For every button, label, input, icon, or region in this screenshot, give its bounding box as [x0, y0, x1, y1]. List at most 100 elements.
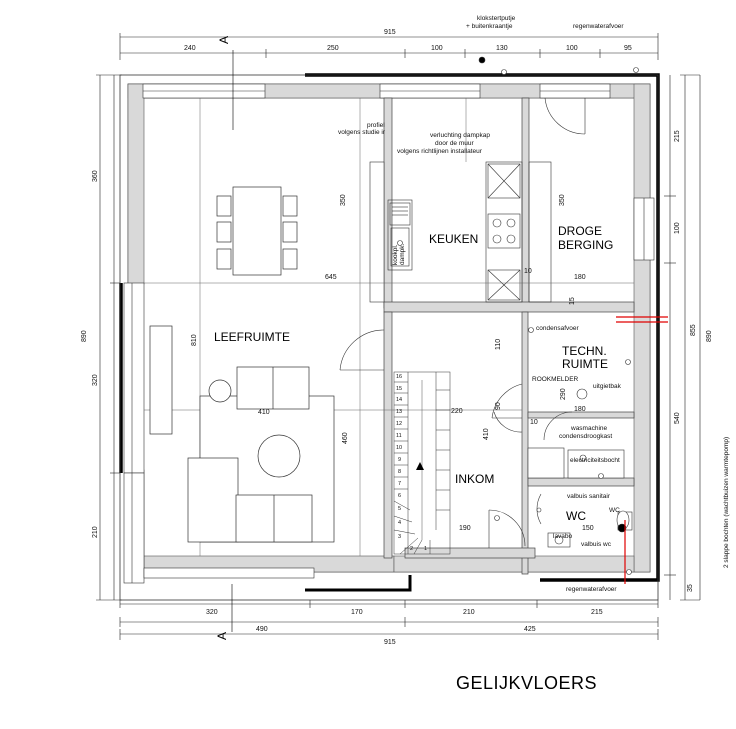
section-line [231, 50, 234, 632]
step-number: 7 [398, 481, 401, 487]
staircase [393, 371, 451, 555]
dim-top-250: 250 [327, 45, 339, 52]
annotations: klokstertputje + buitenkraantje regenwat… [338, 15, 730, 593]
note-kloksterfputje-1: klokstertputje [477, 15, 516, 22]
dim-top-95: 95 [624, 45, 632, 52]
step-number: 15 [396, 386, 402, 392]
room-ruimte: RUIMTE [562, 357, 608, 371]
note-kookplaat: kookpl. [392, 244, 399, 265]
step-number: 8 [398, 469, 401, 475]
dim-right-100: 100 [674, 222, 681, 234]
dim-top-240: 240 [184, 45, 196, 52]
dim-645: 645 [325, 274, 337, 281]
note-wasmachine: wasmachine [570, 425, 608, 432]
dim-bottom-total: 915 [384, 639, 396, 646]
dim-180b: 180 [574, 406, 586, 413]
dim-left-210: 210 [92, 526, 99, 538]
note-condensdroogkast: condensdroogkast [559, 433, 612, 440]
dim-290: 290 [560, 388, 567, 400]
note-regenwaterafvoer-top: regenwaterafvoer [573, 23, 624, 30]
step-number: 14 [396, 397, 402, 403]
plan-title: GELIJKVLOERS [456, 673, 598, 693]
dim-left-360: 360 [92, 170, 99, 182]
room-leefruimte: LEEFRUIMTE [214, 330, 290, 344]
room-keuken: KEUKEN [429, 232, 478, 246]
dim-460: 460 [342, 432, 349, 444]
step-number: 2 [410, 546, 413, 552]
step-number: 3 [398, 534, 401, 540]
note-dampkap: dampk. [399, 243, 406, 265]
dim-bottom-210: 210 [463, 609, 475, 616]
note-wc: WC [609, 507, 620, 514]
note-verluchting-3: volgens richtlijnen installateur [397, 148, 483, 155]
windows [123, 83, 655, 584]
dim-bottom-320: 320 [206, 609, 218, 616]
dim-top-100b: 100 [566, 45, 578, 52]
step-number: 5 [398, 506, 401, 512]
dim-right-890: 890 [706, 330, 713, 342]
dim-right-855: 855 [690, 324, 697, 336]
step-number: 10 [396, 445, 402, 451]
step-number: 4 [398, 520, 401, 526]
dim-top-130: 130 [496, 45, 508, 52]
note-kloksterfputje-2: + buitenkraantje [466, 23, 513, 30]
step-number: 13 [396, 409, 402, 415]
dim-410: 410 [258, 409, 270, 416]
pipes [478, 56, 639, 575]
dim-left-320: 320 [92, 374, 99, 386]
room-techn: TECHN. [562, 344, 607, 358]
stair-direction-arrow [416, 462, 424, 470]
step-number: 12 [396, 421, 402, 427]
dim-bottom-490: 490 [256, 626, 268, 633]
stair-step-numbers: 16 15 14 13 12 11 10 9 8 7 6 5 4 3 2 1 [396, 374, 427, 552]
note-side: 2 slappe bochten (wachtbuizen warmtepomp… [723, 437, 730, 568]
room-inkom: INKOM [455, 472, 494, 486]
section-marker-bottom: A [215, 632, 229, 640]
step-number: 16 [396, 374, 402, 380]
dim-220: 220 [451, 408, 463, 415]
dim-bottom-425: 425 [524, 626, 536, 633]
red-markers [616, 316, 668, 584]
dim-90: 90 [495, 402, 502, 410]
note-condensafvoer: condensafvoer [536, 325, 579, 332]
note-profiel-1: profiel [367, 122, 385, 129]
dimension-labels: 915 240 250 100 130 100 95 320 170 210 2… [81, 29, 713, 646]
dim-top-100a: 100 [431, 45, 443, 52]
room-berging: BERGING [558, 238, 613, 252]
dim-15: 15 [569, 297, 576, 305]
dim-10b: 10 [530, 419, 538, 426]
room-labels: LEEFRUIMTE KEUKEN DROGE BERGING TECHN. R… [214, 224, 613, 523]
dimension-lines [96, 33, 701, 640]
step-number: 1 [424, 546, 427, 552]
dim-right-540: 540 [674, 412, 681, 424]
dim-110: 110 [495, 339, 502, 350]
dim-left-890: 890 [81, 330, 88, 342]
dim-350b: 350 [559, 194, 566, 206]
doors [339, 97, 586, 548]
kitchen-units [369, 161, 552, 303]
dim-180a: 180 [574, 274, 586, 281]
dim-10a: 10 [524, 268, 532, 275]
note-elektriciteitsbocht: electriciteitsbocht [570, 457, 620, 464]
dim-bottom-170: 170 [351, 609, 363, 616]
dim-right-35: 35 [687, 584, 694, 592]
note-verluchting-2: door de muur [435, 140, 474, 147]
dim-right-215: 215 [674, 130, 681, 142]
dim-top-total: 915 [384, 29, 396, 36]
note-regenwaterafvoer-bottom: regenwaterafvoer [566, 586, 617, 593]
dim-bottom-215: 215 [591, 609, 603, 616]
dim-410b: 410 [483, 428, 490, 440]
sanitary [527, 388, 633, 548]
note-valbuis-wc: valbuis wc [581, 541, 612, 548]
note-profiel-2: volgens studie ir [338, 129, 386, 136]
step-number: 9 [398, 457, 401, 463]
interior-walls [383, 97, 635, 575]
step-number: 11 [396, 433, 402, 439]
dining-table [216, 186, 298, 276]
room-wc: WC [566, 509, 586, 523]
note-valbuis-sanitair: valbuis sanitair [567, 493, 611, 500]
room-droge: DROGE [558, 224, 602, 238]
step-number: 6 [398, 493, 401, 499]
note-verluchting-1: verluchting dampkap [430, 132, 490, 139]
